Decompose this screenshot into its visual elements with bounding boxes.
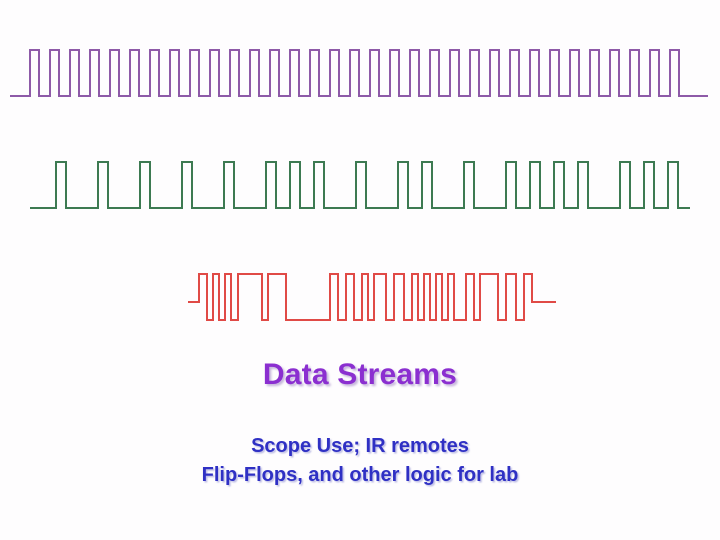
waveform-top-purple xyxy=(10,49,708,97)
subtitle-line-2: Flip-Flops, and other logic for lab xyxy=(201,464,519,486)
title-block: Data Streams xyxy=(0,358,720,391)
subtitle-block: Scope Use; IR remotes Flip-Flops, and ot… xyxy=(0,432,720,490)
waveform-middle-green xyxy=(30,161,690,209)
ir-remote-code-waveform xyxy=(188,273,556,321)
demodulated-data-waveform xyxy=(30,161,690,209)
waveform-diagram xyxy=(10,49,708,321)
subtitle-line-1: Scope Use; IR remotes xyxy=(251,435,469,457)
waveform-bottom-red xyxy=(188,273,556,321)
carrier-clock-waveform xyxy=(10,49,708,97)
page-title: Data Streams xyxy=(262,358,458,391)
